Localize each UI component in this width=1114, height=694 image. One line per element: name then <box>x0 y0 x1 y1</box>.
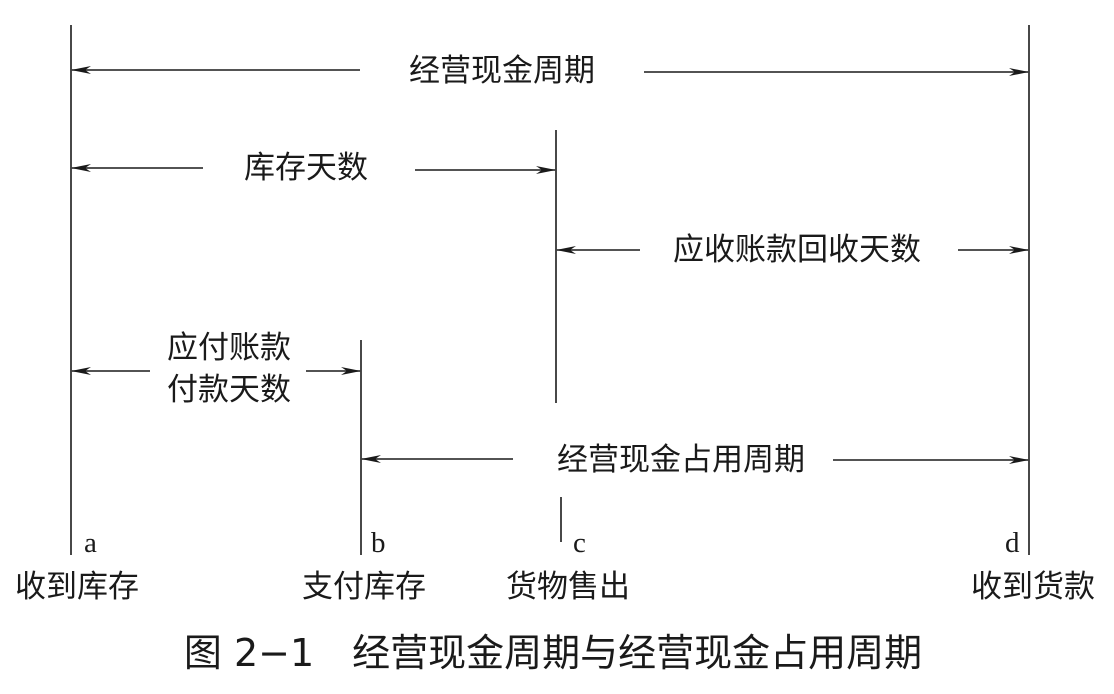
operating-cycle-label: 经营现金周期 <box>409 53 595 89</box>
point-a-letter: a <box>84 527 97 559</box>
point-b-label: 支付库存 <box>302 569 426 605</box>
point-c-label: 货物售出 <box>506 569 630 605</box>
figure-caption: 图 2−1 经营现金周期与经营现金占用周期 <box>184 631 922 675</box>
occupation-cycle-label: 经营现金占用周期 <box>557 442 805 478</box>
payable-days-label-line2: 付款天数 <box>167 372 291 408</box>
point-b-letter: b <box>371 527 386 559</box>
receivable-days-label: 应收账款回收天数 <box>673 232 921 268</box>
payable-days-label-line1: 应付账款 <box>167 330 291 366</box>
point-d-letter: d <box>1005 527 1020 559</box>
point-c-letter: c <box>573 527 586 559</box>
point-d-label: 收到货款 <box>971 569 1095 605</box>
point-a-label: 收到库存 <box>15 569 139 605</box>
inventory-days-label: 库存天数 <box>244 150 368 186</box>
